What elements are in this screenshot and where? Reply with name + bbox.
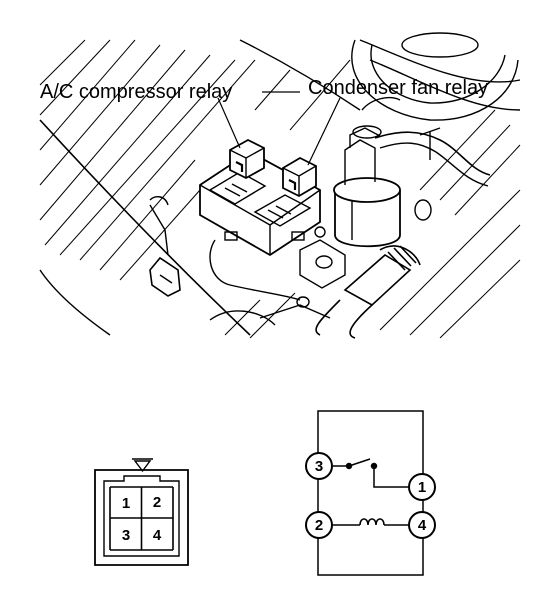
relay-coil — [359, 518, 385, 526]
connector-pin-label: 3 — [122, 527, 130, 544]
engine-bay-illustration — [39, 32, 521, 339]
connector-pin-label: 4 — [153, 527, 162, 544]
terminal-label: 1 — [418, 479, 426, 496]
terminal-circle — [305, 452, 333, 480]
terminal-circle — [408, 473, 436, 501]
relay-schematic — [317, 410, 424, 576]
sensor-part — [149, 196, 181, 297]
terminal-label: 2 — [315, 517, 323, 534]
background-hatching — [39, 39, 521, 339]
switch-blade — [348, 458, 371, 467]
terminal-circle — [305, 511, 333, 539]
connector-pin-label: 2 — [153, 494, 161, 511]
relay-connector-face — [94, 458, 189, 566]
connector-pin-label: 1 — [122, 495, 130, 512]
terminal-circle — [408, 511, 436, 539]
hose-coupling-part — [315, 245, 421, 339]
terminal-label: 3 — [315, 458, 323, 475]
canister-part — [333, 125, 401, 248]
condenser-fan-relay-label: Condenser fan relay — [308, 77, 488, 99]
ac-compressor-relay-label: A/C compressor relay — [40, 81, 232, 103]
schematic-frame — [317, 410, 424, 576]
connector-key-triangle — [133, 460, 152, 473]
condenser-fan-relay-part — [282, 156, 317, 198]
terminal-label: 4 — [418, 517, 427, 534]
ac-compressor-relay-part — [229, 138, 265, 180]
